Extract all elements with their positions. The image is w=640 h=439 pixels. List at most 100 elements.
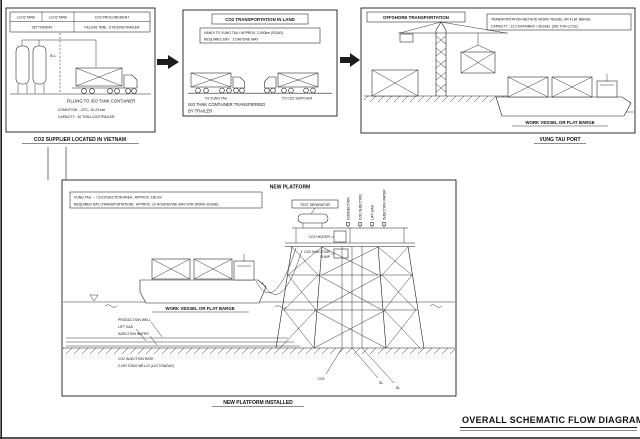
offshore-header-box — [366, 11, 466, 23]
trailer-truck-icon — [264, 72, 319, 94]
land-note-box — [199, 27, 321, 44]
procurement-rate: 150 TON/DAY — [31, 26, 53, 30]
lifted-container-icon — [460, 51, 496, 74]
test-separator-label: TEST SEPARATOR — [300, 203, 330, 207]
pump-label-line2: PUMP — [320, 255, 331, 259]
trailer-truck-icon — [72, 67, 138, 94]
platform-note-line1: VUNG TAU → CO2 INJECTION AREA : APPROX. … — [74, 196, 162, 200]
pipeline-label-liftgas: LIFT GAS — [118, 325, 134, 329]
flow-arrow-right-icon — [340, 53, 360, 67]
ship-bridge — [596, 80, 618, 98]
tower-crane-icon — [398, 21, 508, 96]
pipeline-label-production: PRODUCTION WELL — [118, 318, 151, 322]
truck-cab-icon — [123, 74, 138, 89]
land-panel-border — [182, 9, 338, 117]
ship-bridge — [233, 260, 255, 281]
riser-label-injection-water: INJECTION WATER — [383, 189, 387, 220]
riser-label-lift-gas: LIFT GAS — [371, 204, 375, 220]
table-header-procurement: CO2 PROCUREMENT — [95, 16, 129, 20]
platform-panel-border — [61, 179, 457, 397]
well-label-gl: GL — [379, 381, 384, 385]
waterline-marker-icon — [89, 294, 99, 302]
filling-time: FILLING TIME : 6 HOURS/TRAILER — [85, 26, 141, 30]
riser-label-co2-injection: CO2 INJECTION — [359, 194, 363, 220]
title-block: OVERALL SCHEMATIC FLOW DIAGRAM — [460, 415, 640, 431]
pump-label-line1: CO2 INJECTION — [304, 250, 330, 254]
transfer-hose-line — [255, 247, 297, 293]
offshore-note-line1: TRANSPORTATION METHOD WORK VESSEL OR FLA… — [491, 18, 591, 22]
land-caption-line1: ISO TANK CONTAINER TRANSFERRED — [188, 102, 265, 107]
co2-heater-icon — [333, 230, 347, 243]
cargo-ship-icon — [139, 254, 267, 304]
truck-destination-label: TO VUNG TAU — [205, 97, 228, 101]
land-header: CO2 TRANSPORTATION IN LAND — [225, 17, 295, 22]
jacket-structure — [275, 246, 425, 349]
battery-limit-label: B.L. — [50, 54, 57, 58]
wells: CO2 GL GL — [318, 347, 401, 390]
rate-note-backing — [116, 354, 198, 369]
riser-label-connection: CONNECTION — [347, 197, 351, 220]
supplier-table: LCO2 TANK LCO2 TANK CO2 PROCUREMENT 150 … — [9, 11, 151, 33]
quay-hatching — [364, 96, 526, 102]
iso-container-icon — [371, 69, 419, 97]
capacity-note: CAPACITY : 20 TON-LCO2/TRAILER — [58, 115, 115, 119]
offshore-platform-icon: TEST SEPARATOR CONNECTION — [275, 189, 425, 390]
land-transport-panel: CO2 TRANSPORTATION IN LAND HANOI TO VUNG… — [182, 9, 338, 117]
truck-cab-icon — [232, 76, 245, 89]
platform-caption: NEW PLATFORM INSTALLED — [223, 400, 293, 406]
co2-heater-label: CO2 HEATER — [309, 235, 331, 239]
lco2-tank-icon — [32, 45, 47, 85]
transfer-hose-line — [261, 249, 303, 295]
platform-note-box — [69, 191, 263, 209]
land-header-box — [211, 13, 309, 25]
land-caption-line2: BY TRAILER — [188, 109, 212, 114]
gl-well-line — [351, 347, 379, 379]
trailer-truck-icon — [190, 72, 245, 94]
platform-vessel-label: WORK VESSEL OR FLAT BARGE — [165, 306, 234, 311]
supplier-panel-border — [5, 7, 156, 133]
iso-container-icon — [551, 76, 593, 98]
co2-well-line — [325, 347, 343, 375]
co2-injection-pump-icon — [333, 248, 349, 259]
offshore-header: OFFSHORE TRANSPORTATION — [383, 15, 449, 20]
well-label-gl: GL — [396, 386, 401, 390]
iso-container-icon — [193, 258, 233, 280]
offshore-panel-border — [360, 7, 636, 134]
seabed-hatching — [63, 348, 455, 354]
cargo-ship-icon — [495, 74, 632, 117]
platform-header: NEW PLATFORM — [270, 185, 310, 191]
land-note-line1: HANOI TO VUNG TAU / APPROX. 2,000km (ROA… — [204, 31, 283, 35]
condition-note: CONDITION : -20°C, 20-23 bar — [58, 108, 106, 112]
gl-well-line — [361, 347, 395, 384]
land-note-line2: REQUIRED DAY : 3 DAY/ONE WAY — [204, 38, 259, 42]
riser-group: CONNECTION CO2 INJECTION LIFT GAS INJECT… — [346, 189, 387, 228]
wave-icon — [274, 305, 288, 309]
truck-destination-label: TO CO2 SUPPLIER — [282, 97, 313, 101]
platform-note-line2: REQUIRED DAY (TRANSPORTATION) : APPROX. … — [74, 203, 219, 207]
lco2-tank-icons — [15, 39, 97, 94]
new-platform-panel: NEW PLATFORM VUNG TAU → CO2 INJECTION AR… — [61, 179, 457, 407]
separator-vessel-icon — [297, 213, 329, 224]
offshore-vessel-label: WORK VESSEL OR FLAT BARGE — [525, 120, 594, 125]
flow-arrow-right-icon — [157, 55, 179, 69]
offshore-panel: OFFSHORE TRANSPORTATION TRANSPORTATION M… — [360, 7, 636, 144]
pipeline-label-injection: INJECTION WATER — [118, 332, 149, 336]
sheet-title: OVERALL SCHEMATIC FLOW DIAGRAM — [462, 415, 640, 425]
well-label-co2: CO2 — [318, 377, 325, 381]
iso-container-icon — [507, 76, 549, 98]
subsea-pipelines: PRODUCTION WELL LIFT GAS INJECTION WATER — [66, 318, 300, 347]
offshore-note-line2: CAPACITY : 13 CONTAINER / VESSEL (260 TO… — [491, 25, 578, 29]
truck-cab-icon — [264, 76, 277, 89]
wave-icon — [104, 304, 118, 308]
wave-icon — [429, 304, 443, 308]
lco2-tank-icon — [15, 45, 30, 85]
supplier-caption: CO2 SUPPLIER LOCATED IN VIETNAM — [34, 137, 126, 143]
crane-counterweight — [399, 33, 414, 43]
filling-label: FILLING TO ISO TANK CONTAINER — [67, 99, 136, 104]
injection-rate-line1: CO2 INJECTION RATE : — [118, 357, 155, 361]
port-caption: VUNG TAU PORT — [539, 137, 580, 143]
iso-container-icon — [151, 258, 191, 280]
table-header-lco2-tank-2: LCO2 TANK — [49, 16, 68, 20]
